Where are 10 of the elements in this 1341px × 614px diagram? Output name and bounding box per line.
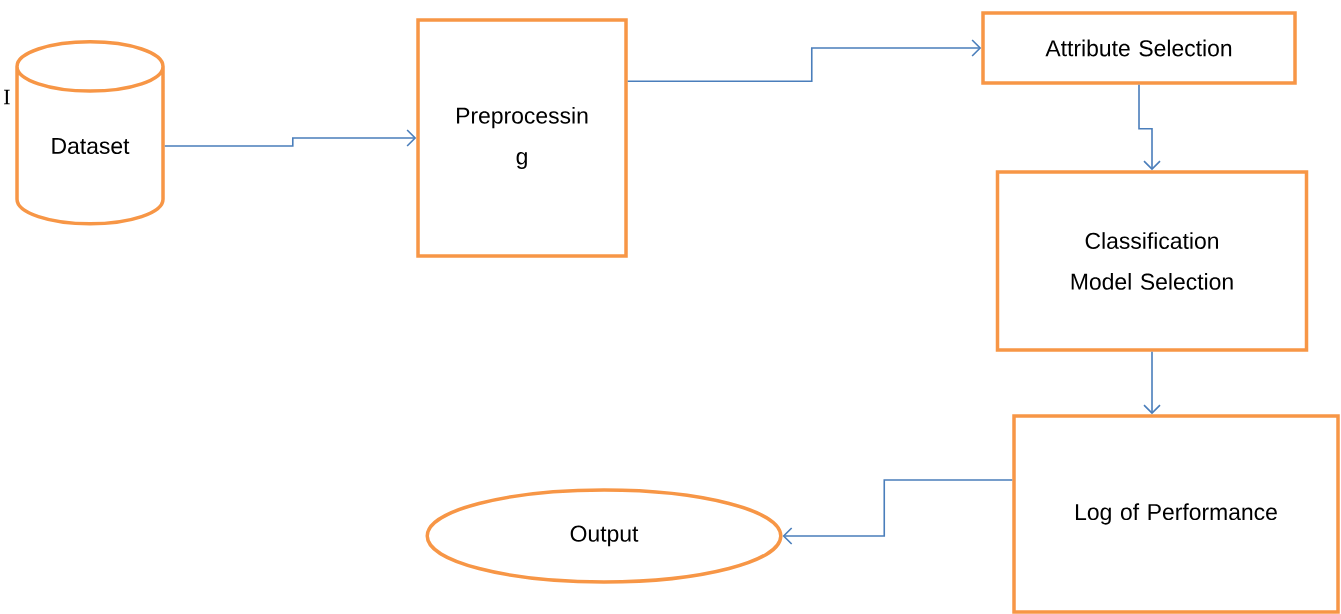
database-cylinder: Dataset [15,40,165,226]
arrow [626,39,982,83]
arrow [164,129,417,147]
process-box: Log of Performance [1012,414,1340,614]
process-box: Classification Model Selection [995,170,1309,352]
arrow [1143,350,1161,415]
arrow [1138,83,1161,171]
process-box: Attribute Selection [981,11,1297,85]
process-box: Preprocessin g [416,18,628,258]
arrow [782,479,1014,545]
